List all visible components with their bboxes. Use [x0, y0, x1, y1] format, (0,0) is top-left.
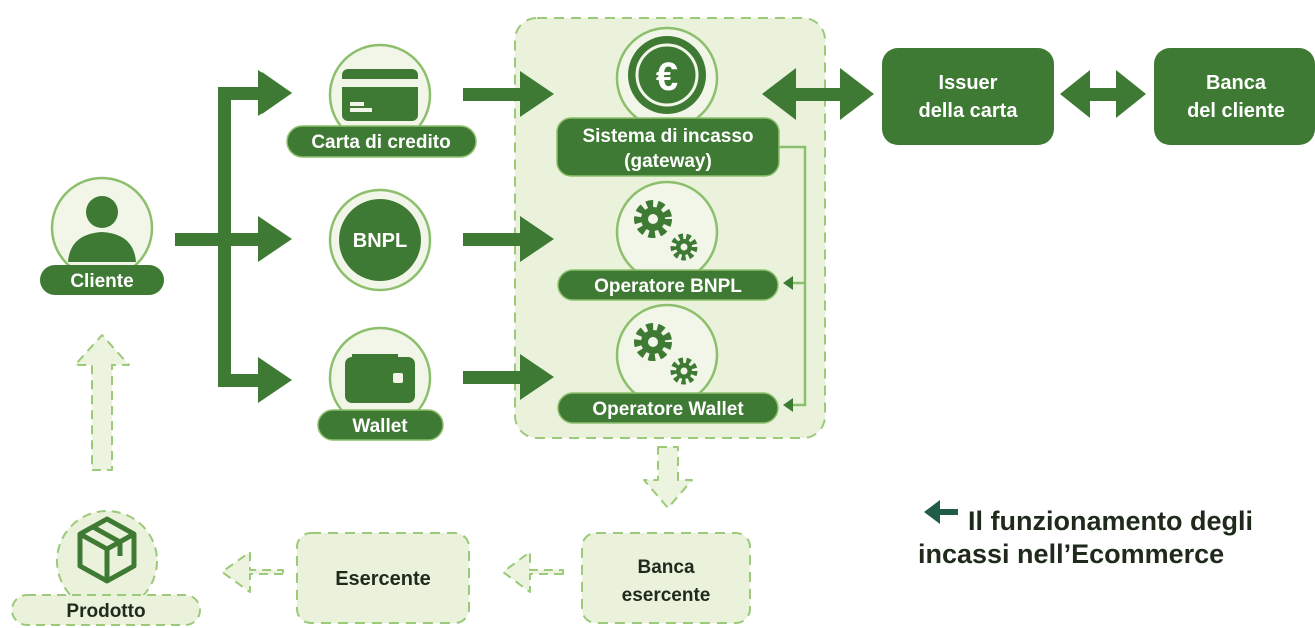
return-flow [74, 334, 693, 593]
arrow-down-to-banca-esercente [643, 446, 693, 509]
arrow-left-to-prodotto [221, 551, 284, 593]
gears-icon [634, 323, 698, 385]
issuer-banca-double-arrow [1060, 70, 1146, 118]
cliente-label: Cliente [70, 271, 133, 292]
caption-line-2: incassi nell’Ecommerce [918, 539, 1224, 569]
gateway-pill [556, 117, 780, 177]
operatore-wallet-circle [615, 303, 719, 407]
gears-icon [634, 200, 698, 261]
euro-icon [628, 36, 706, 114]
arrow-up-to-cliente [74, 334, 130, 471]
carta-label: Carta di credito [311, 132, 450, 153]
arrow-left-to-esercente [502, 551, 564, 593]
bnpl-inner [339, 199, 421, 281]
caption-line-1: Il funzionamento degli [968, 506, 1253, 536]
arrow-left-icon [924, 500, 958, 524]
connector-arrowheads [783, 276, 793, 412]
prodotto-label: Prodotto [66, 601, 145, 622]
package-icon [77, 516, 137, 584]
banca-esercente-box [581, 532, 751, 624]
operatore-bnpl-pill [557, 269, 779, 301]
distribution-arrows [175, 70, 292, 403]
banca-cliente-label-2: del cliente [1187, 100, 1285, 122]
operatore-bnpl-circle [615, 180, 719, 284]
banca-esercente-label-2: esercente [622, 585, 711, 606]
cliente-pill [40, 265, 164, 295]
banca-cliente-box [1154, 48, 1315, 145]
wallet-icon [345, 354, 415, 403]
issuer-label-1: Issuer [939, 72, 998, 94]
euro-ring [635, 43, 699, 107]
gateway-label-1: Sistema di incasso [582, 126, 753, 147]
banca-cliente-label-1: Banca [1206, 72, 1267, 94]
gateway-label-2: (gateway) [624, 151, 712, 172]
operatore-wallet-label: Operatore Wallet [592, 399, 744, 420]
gateway-issuer-double-arrow [762, 68, 874, 120]
issuer-label-2: della carta [919, 100, 1019, 122]
credit-card-icon [342, 69, 418, 121]
person-icon [68, 196, 136, 262]
esercente-label: Esercente [335, 568, 431, 590]
banca-esercente-label-1: Banca [637, 557, 694, 578]
wallet-label: Wallet [352, 416, 408, 437]
prodotto-pill [11, 594, 201, 626]
wallet-pill [317, 409, 444, 441]
euro-symbol: € [656, 55, 678, 99]
esercente-box [296, 532, 470, 624]
issuer-box [882, 48, 1054, 145]
operatore-wallet-pill [557, 392, 779, 424]
operatore-bnpl-label: Operatore BNPL [594, 276, 742, 297]
bnpl-label: BNPL [353, 230, 407, 252]
carta-pill [286, 125, 477, 158]
methods-to-processors-arrows [463, 71, 554, 400]
